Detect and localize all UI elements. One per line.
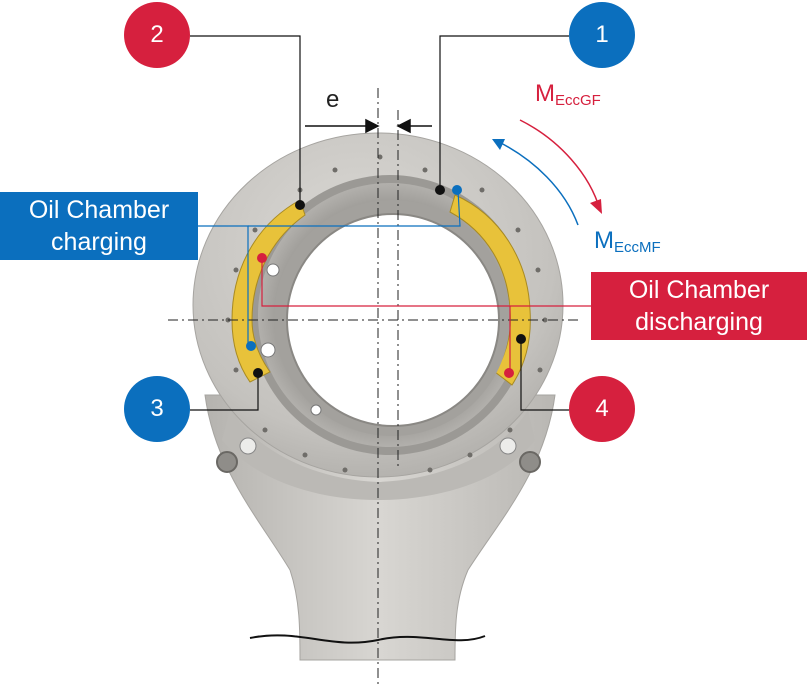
side-hole-right: [499, 437, 517, 455]
marker-4: [516, 334, 526, 344]
oil-bore-bottom: [310, 404, 322, 416]
marker-2: [295, 200, 305, 210]
leader-3: [190, 374, 259, 411]
rod-shank: [204, 394, 556, 661]
oil-bore-small: [266, 263, 280, 277]
moment-mf-label: MEccMF: [594, 227, 661, 256]
marker-1: [435, 185, 445, 195]
moment-mf-sub: EccMF: [614, 239, 661, 256]
badge-1: 1: [569, 2, 635, 68]
oil-chamber-charging-label: Oil Chamber charging: [0, 192, 198, 260]
marker-discharging-4: [504, 368, 514, 378]
charging-label-line-2: charging: [51, 228, 147, 256]
moment-mf-arrow: [496, 140, 579, 226]
leader-4: [520, 340, 569, 411]
leader-2: [190, 35, 301, 204]
leader-1: [439, 35, 569, 190]
cut-line: [249, 634, 486, 644]
marker-discharging-2: [257, 253, 267, 263]
moment-gf-arrowhead: [590, 199, 602, 214]
marker-charging-1: [452, 185, 462, 195]
marker-charging-3: [246, 341, 256, 351]
moment-gf-sub: EccGF: [555, 92, 601, 109]
eccentricity-label: e: [326, 86, 340, 113]
side-hole-left: [239, 437, 257, 455]
bolt-holes: [225, 154, 548, 473]
leader-discharging: [261, 260, 591, 307]
oil-chamber-discharging-label: Oil Chamber discharging: [591, 272, 807, 340]
rod-front-face: [222, 410, 535, 500]
badge-4: 4: [569, 376, 635, 442]
leader-charging-right: [248, 189, 461, 227]
oil-chamber-left: [231, 199, 306, 383]
center-lines: [168, 88, 582, 688]
moment-gf-label: MEccGF: [535, 80, 601, 109]
moment-mf-arrowhead: [492, 139, 505, 150]
charging-label-line-1: Oil Chamber: [28, 196, 170, 224]
side-pin-right: [519, 451, 541, 473]
badge-2: 2: [124, 2, 190, 68]
discharging-label-line-1: Oil Chamber: [628, 276, 770, 304]
moment-gf-main: M: [535, 80, 555, 107]
moment-mf-main: M: [594, 227, 614, 254]
bore-edge: [286, 213, 500, 427]
marker-3: [253, 368, 263, 378]
leader-lines: [190, 35, 591, 411]
side-pin-left: [216, 451, 238, 473]
markers: [246, 185, 526, 378]
oil-bore-large: [260, 342, 276, 358]
moment-gf-arrow: [519, 119, 601, 211]
badge-3: 3: [124, 376, 190, 442]
eccentricity-dimension: [305, 118, 432, 134]
discharging-label-line-2: discharging: [635, 308, 763, 336]
